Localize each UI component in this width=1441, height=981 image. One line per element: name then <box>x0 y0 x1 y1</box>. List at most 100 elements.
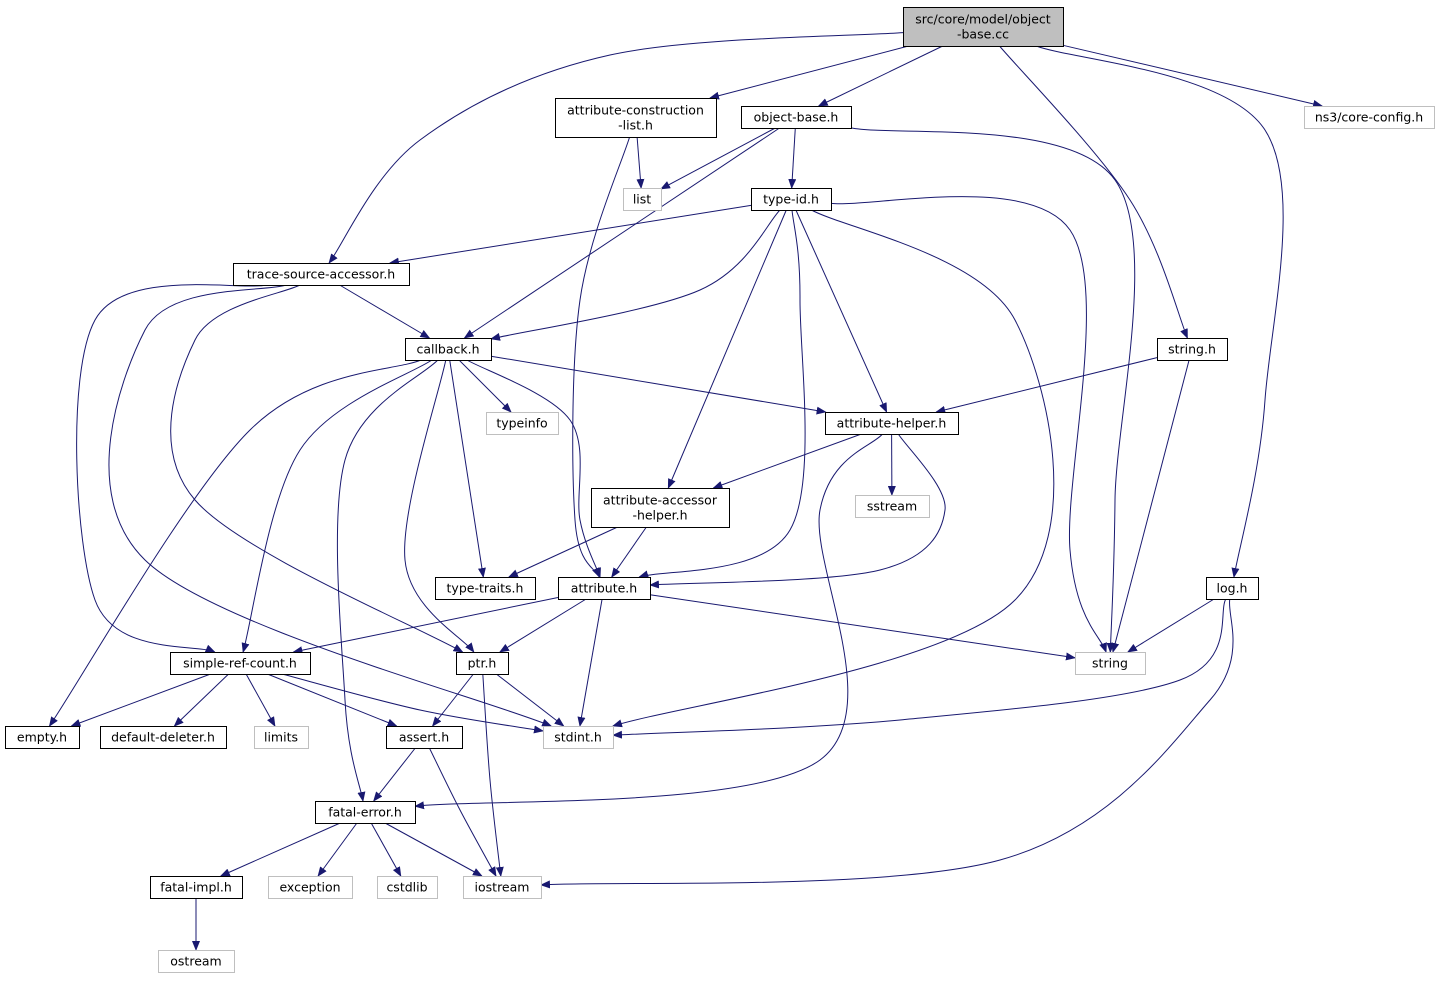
node-list[interactable]: list <box>623 188 662 211</box>
node-box-stringh <box>1157 338 1228 361</box>
node-label-list: list <box>633 192 651 207</box>
node-ptr[interactable]: ptr.h <box>456 652 509 675</box>
node-box-root <box>903 7 1064 47</box>
edge-typeid-to-aah <box>667 209 787 489</box>
node-box-coreconfig <box>1304 106 1435 129</box>
node-typetraits[interactable]: type-traits.h <box>435 577 536 600</box>
node-callback[interactable]: callback.h <box>405 338 492 361</box>
node-box-cstdlib <box>377 876 438 899</box>
edge-fatalerror-to-exception <box>317 822 358 877</box>
node-stringh[interactable]: string.h <box>1157 338 1228 361</box>
edge-stringh-to-attrhelper <box>935 357 1158 414</box>
node-box-ptr <box>456 652 509 675</box>
node-label-typeid: type-id.h <box>763 192 819 207</box>
node-coreconfig[interactable]: ns3/core-config.h <box>1304 106 1435 129</box>
node-sstream[interactable]: sstream <box>855 495 930 518</box>
node-label-acl-line1: attribute-construction <box>567 103 704 118</box>
node-box-aah <box>591 488 730 528</box>
edge-log-to-stdint <box>612 598 1227 739</box>
edge-srcount-to-limits <box>245 673 276 727</box>
node-defdel[interactable]: default-deleter.h <box>100 726 227 749</box>
node-box-typeinfo <box>486 412 559 435</box>
node-iostream[interactable]: iostream <box>463 876 542 899</box>
edge-typeid-to-attribute <box>638 209 806 579</box>
node-empty[interactable]: empty.h <box>5 726 80 749</box>
node-acl[interactable]: attribute-construction-list.h <box>555 98 717 138</box>
edge-srcount-to-stdint <box>281 673 544 734</box>
node-box-tsa <box>233 263 410 286</box>
edge-attribute-to-stdint <box>577 598 603 727</box>
node-exception[interactable]: exception <box>268 876 353 899</box>
node-label-srcount: simple-ref-count.h <box>183 656 297 671</box>
node-label-attribute: attribute.h <box>571 581 637 596</box>
node-box-stdint <box>543 726 614 749</box>
node-cstdlib[interactable]: cstdlib <box>377 876 438 899</box>
node-attribute[interactable]: attribute.h <box>558 577 651 600</box>
edge-attrhelper-to-attribute <box>649 433 946 589</box>
node-box-attrhelper <box>825 412 959 435</box>
node-label-coreconfig: ns3/core-config.h <box>1315 110 1423 125</box>
node-label-callback: callback.h <box>416 342 479 357</box>
node-label-limits: limits <box>264 730 298 745</box>
edge-stringh-to-string <box>1111 359 1190 653</box>
node-root[interactable]: src/core/model/object-base.cc <box>903 7 1064 47</box>
node-typeid[interactable]: type-id.h <box>751 188 832 211</box>
edge-srcount-to-defdel <box>173 673 229 727</box>
edge-callback-to-empty <box>48 359 422 727</box>
node-box-log <box>1206 577 1259 600</box>
edge-root-to-acl <box>709 45 909 100</box>
node-attrhelper[interactable]: attribute-helper.h <box>825 412 959 435</box>
node-label-string: string <box>1092 656 1128 671</box>
edge-typeid-to-string <box>830 196 1107 653</box>
edge-typeid-to-tsa <box>388 204 752 266</box>
edge-attrhelper-to-aah <box>712 433 862 489</box>
node-srcount[interactable]: simple-ref-count.h <box>170 652 311 675</box>
node-aah[interactable]: attribute-accessor-helper.h <box>591 488 730 528</box>
node-ostream[interactable]: ostream <box>158 950 235 973</box>
edge-tsa-to-stdint <box>108 284 553 727</box>
node-stdint[interactable]: stdint.h <box>543 726 614 749</box>
edge-typeid-to-callback <box>490 209 781 341</box>
node-label-stringh: string.h <box>1168 342 1216 357</box>
edge-attrhelper-to-fatalerror <box>414 433 883 810</box>
node-tsa[interactable]: trace-source-accessor.h <box>233 263 410 286</box>
edge-root-to-coreconfig <box>1062 44 1324 108</box>
edge-ptr-to-assert <box>431 673 474 727</box>
node-log[interactable]: log.h <box>1206 577 1259 600</box>
node-label-aah-line1: attribute-accessor <box>603 493 718 508</box>
edge-objbase-to-string <box>850 127 1136 653</box>
edge-callback-to-typetraits <box>449 359 486 578</box>
node-fatalimpl[interactable]: fatal-impl.h <box>150 876 243 899</box>
edge-assert-to-iostream <box>428 747 497 877</box>
edge-objbase-to-list <box>660 127 776 190</box>
edges-layer <box>48 32 1324 951</box>
node-box-ostream <box>158 950 235 973</box>
edge-objbase-to-typeid <box>788 127 797 189</box>
edge-ptr-to-iostream <box>482 673 504 877</box>
edge-acl-to-list <box>636 136 645 189</box>
node-box-limits <box>254 726 309 749</box>
node-objbase[interactable]: object-base.h <box>741 106 852 129</box>
node-label-empty: empty.h <box>17 730 67 745</box>
node-box-defdel <box>100 726 227 749</box>
node-fatalerror[interactable]: fatal-error.h <box>315 801 416 824</box>
node-box-sstream <box>855 495 930 518</box>
node-assert[interactable]: assert.h <box>386 726 463 749</box>
node-limits[interactable]: limits <box>254 726 309 749</box>
edge-callback-to-attribute <box>466 359 601 578</box>
node-label-attrhelper: attribute-helper.h <box>837 416 947 431</box>
edge-attribute-to-srcount <box>292 597 559 655</box>
node-box-objbase <box>741 106 852 129</box>
node-label-fatalerror: fatal-error.h <box>328 805 402 820</box>
node-string[interactable]: string <box>1075 652 1146 675</box>
node-typeinfo[interactable]: typeinfo <box>486 412 559 435</box>
node-label-log: log.h <box>1217 581 1248 596</box>
edge-attribute-to-string <box>649 594 1076 661</box>
edge-typeid-to-attrhelper <box>795 209 888 413</box>
node-box-fatalerror <box>315 801 416 824</box>
edge-root-to-objbase <box>817 45 943 107</box>
node-label-root-line2: -base.cc <box>957 27 1009 42</box>
edge-attribute-to-ptr <box>499 598 587 653</box>
edge-fatalerror-to-fatalimpl <box>219 822 341 877</box>
edge-log-to-string <box>1127 598 1215 653</box>
